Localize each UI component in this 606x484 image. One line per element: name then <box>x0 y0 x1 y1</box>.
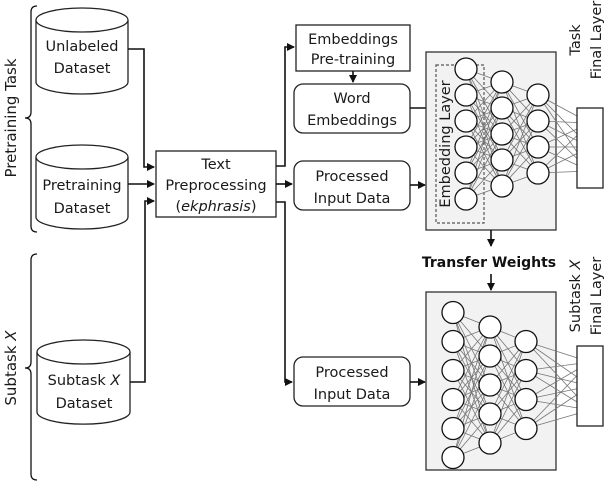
transfer-weights-label: Transfer Weights <box>422 255 556 271</box>
network-edge <box>465 81 503 174</box>
preprocessing-line3: (ekphrasis) <box>175 199 256 215</box>
hidden-node-layer-1 <box>441 300 465 325</box>
hidden-node-layer-1 <box>441 416 465 441</box>
embeddings-pretraining-box: Embeddings Pre-training <box>295 24 411 72</box>
network-edge <box>452 384 491 458</box>
hidden-node-layer-1 <box>454 57 478 81</box>
network-edge <box>452 326 491 429</box>
hidden-node-layer-1 <box>454 187 478 211</box>
word-embeddings-box: Word Embeddings <box>293 83 411 134</box>
subtask-dataset-line1: Subtask X <box>48 373 122 389</box>
hidden-node-layer-2 <box>490 122 514 146</box>
pretraining-dataset-cylinder: Pretraining Dataset <box>35 144 129 230</box>
network-edge <box>501 94 539 187</box>
subtask-final-layer-label-line1: Subtask X <box>568 259 584 333</box>
hidden-node-layer-2 <box>490 148 514 172</box>
hidden-node-layer-3 <box>514 358 538 383</box>
network-edge <box>489 370 527 444</box>
hidden-node-layer-2 <box>478 402 502 426</box>
processed-input-top-box: Processed Input Data <box>293 160 411 211</box>
processed-input-top-line2: Input Data <box>314 191 391 207</box>
embedding-layer-label: Embedding Layer <box>438 80 454 207</box>
embedding-layer-box <box>435 64 485 224</box>
hidden-node-layer-2 <box>478 315 502 339</box>
hidden-node-layer-3 <box>514 387 538 412</box>
hidden-node-layer-2 <box>490 96 514 120</box>
network-edge <box>489 341 527 444</box>
hidden-node-layer-3 <box>526 109 550 133</box>
word-embeddings-line2: Embeddings <box>307 113 397 129</box>
hidden-node-layer-2 <box>478 431 502 455</box>
embeddings-pretraining-line1: Embeddings <box>308 32 398 48</box>
processed-input-bottom-line2: Input Data <box>314 387 391 403</box>
task-final-layer-box <box>576 107 604 189</box>
hidden-node-layer-3 <box>514 416 538 441</box>
hidden-node-layer-1 <box>441 387 465 412</box>
network-edge <box>489 341 527 415</box>
task-final-layer-label-line1: Task <box>568 24 584 57</box>
processed-input-bottom-box: Processed Input Data <box>293 356 411 407</box>
word-embeddings-line1: Word <box>333 91 370 107</box>
hidden-node-layer-2 <box>490 70 514 94</box>
preprocessing-line1: Text <box>200 157 231 173</box>
network-edge <box>465 133 503 200</box>
hidden-node-layer-1 <box>454 109 478 133</box>
hidden-node-layer-1 <box>454 83 478 107</box>
network-edge <box>501 94 539 161</box>
network-edge <box>501 120 539 187</box>
hidden-node-layer-3 <box>526 83 550 107</box>
arrow-preprocessing-to-processed-bottom <box>276 201 293 386</box>
embeddings-pretraining-line2: Pre-training <box>311 52 395 68</box>
hidden-node-layer-1 <box>441 445 465 470</box>
subtask-dataset-line2: Dataset <box>56 396 113 412</box>
subtask-label: Subtask X <box>2 330 20 406</box>
hidden-node-layer-2 <box>490 174 514 198</box>
pretraining-task-label: Pretraining Task <box>2 58 20 177</box>
hidden-node-layer-1 <box>454 161 478 185</box>
arrow-subtask-to-preprocessing <box>130 197 155 383</box>
hidden-node-layer-2 <box>478 344 502 368</box>
subtask-dataset-cylinder: Subtask X Dataset <box>36 339 131 425</box>
processed-input-top-line1: Processed <box>315 169 388 185</box>
subtask-final-layer-label-line2: Final Layer <box>589 257 605 335</box>
network-edge <box>465 81 503 148</box>
hidden-node-layer-2 <box>478 373 502 397</box>
unlabeled-dataset-line1: Unlabeled <box>46 39 119 55</box>
processed-input-bottom-line1: Processed <box>315 365 388 381</box>
unlabeled-dataset-cylinder: Unlabeled Dataset <box>35 7 129 95</box>
arrow-unlabeled-to-preprocessing <box>128 48 155 171</box>
pretraining-task-brace <box>24 5 38 233</box>
hidden-node-layer-3 <box>526 161 550 185</box>
network-edge <box>452 326 491 400</box>
subtask-brace <box>24 253 38 481</box>
preprocessing-line2: Preprocessing <box>165 178 266 194</box>
hidden-node-layer-1 <box>454 135 478 159</box>
network-edge <box>465 107 503 200</box>
hidden-node-layer-3 <box>514 329 538 354</box>
pretraining-dataset-line1: Pretraining <box>42 178 121 194</box>
hidden-node-layer-1 <box>441 358 465 383</box>
task-final-layer-label-line2: Final Layer <box>589 1 605 79</box>
bottom-network <box>441 300 599 470</box>
pretraining-dataset-line2: Dataset <box>54 201 111 217</box>
subtask-final-layer-box <box>576 345 604 427</box>
hidden-node-layer-3 <box>526 135 550 159</box>
hidden-node-layer-1 <box>441 329 465 354</box>
text-preprocessing-box: Text Preprocessing (ekphrasis) <box>155 150 277 218</box>
arrow-preprocessing-to-embeddings-pretraining <box>276 43 295 167</box>
unlabeled-dataset-line2: Dataset <box>54 61 111 77</box>
network-edge <box>452 355 491 458</box>
